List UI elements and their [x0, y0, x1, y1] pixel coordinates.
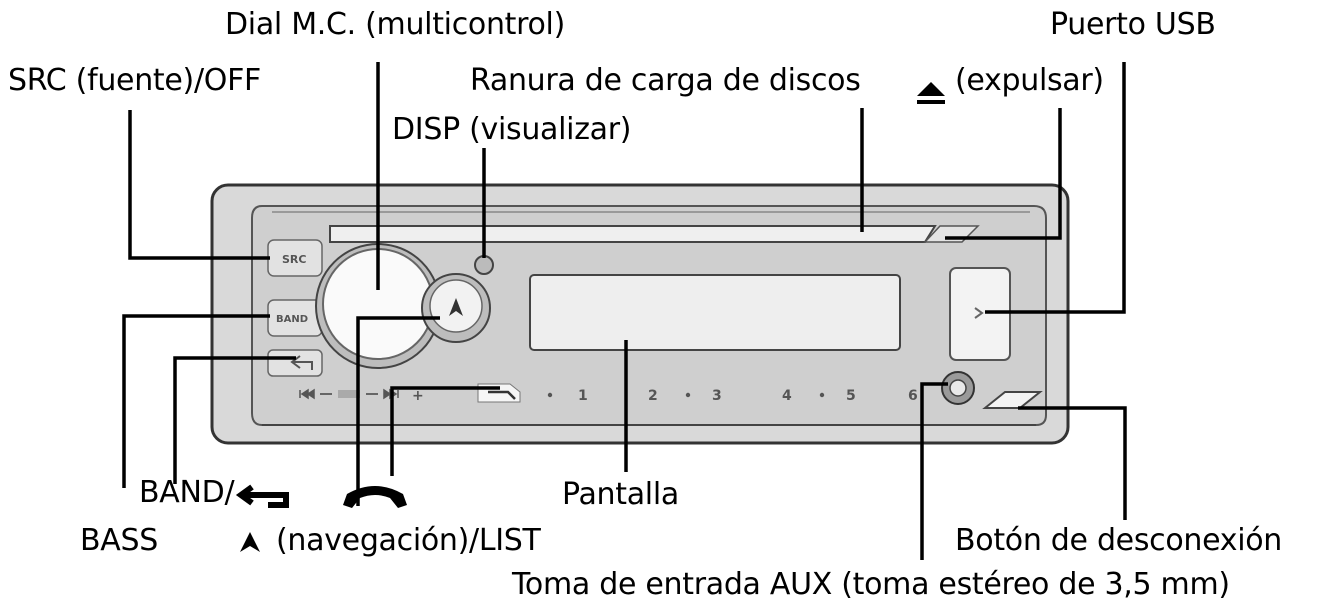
label-dial: Dial M.C. (multicontrol): [225, 7, 565, 42]
display-screen: [529, 274, 901, 351]
back-arrow-icon: [290, 355, 313, 370]
preset-button-4[interactable]: 4: [782, 388, 792, 404]
eject-icon: [917, 82, 945, 104]
preset-button-3[interactable]: 3: [712, 388, 722, 404]
leader-detach: [1018, 406, 1127, 520]
svg-text:+: +: [412, 388, 424, 404]
band-button-label: BAND: [276, 314, 308, 325]
leader-usb: [985, 62, 1126, 314]
navigation-arrow-icon: [240, 532, 260, 552]
label-src: SRC (fuente)/OFF: [8, 63, 261, 98]
skip-back-icon: [299, 388, 315, 400]
label-disp: DISP (visualizar): [392, 112, 632, 147]
preset-button-5[interactable]: 5: [846, 388, 856, 404]
preset-button-6[interactable]: 6: [908, 388, 918, 404]
phone-icon: [343, 486, 407, 508]
leader-nav: [356, 316, 440, 506]
preset-buttons: 1 2 3 4 5 6: [547, 388, 918, 404]
label-aux: Toma de entrada AUX (toma estéreo de 3,5…: [512, 567, 1230, 602]
detach-button[interactable]: [982, 391, 1043, 409]
back-arrow-icon: [235, 484, 289, 508]
navigation-arrow-icon: [449, 298, 463, 316]
label-detach: Botón de desconexión: [955, 523, 1283, 558]
leader-band: [173, 356, 296, 484]
label-usb: Puerto USB: [1050, 7, 1216, 42]
preset-separator-dot: [547, 392, 553, 398]
label-ranura: Ranura de carga de discos: [470, 63, 861, 98]
preset-separator-dot: [819, 392, 825, 398]
label-band: BAND/: [139, 475, 235, 510]
leader-eject: [945, 108, 1062, 240]
label-nav: (navegación)/LIST: [276, 523, 541, 558]
phone-key-icon: [488, 390, 516, 400]
usb-icon: [974, 307, 984, 319]
preset-separator-dot: [685, 392, 691, 398]
leader-phone: [390, 386, 500, 476]
label-pantalla: Pantalla: [562, 477, 679, 512]
label-eject: (expulsar): [955, 63, 1104, 98]
preset-button-2[interactable]: 2: [648, 388, 658, 404]
label-bass: BASS: [80, 523, 158, 558]
preset-button-1[interactable]: 1: [578, 388, 588, 404]
leader-bass: [122, 314, 270, 488]
leader-src: [128, 110, 270, 260]
src-button-label: SRC: [282, 253, 306, 266]
leader-aux: [920, 382, 948, 560]
